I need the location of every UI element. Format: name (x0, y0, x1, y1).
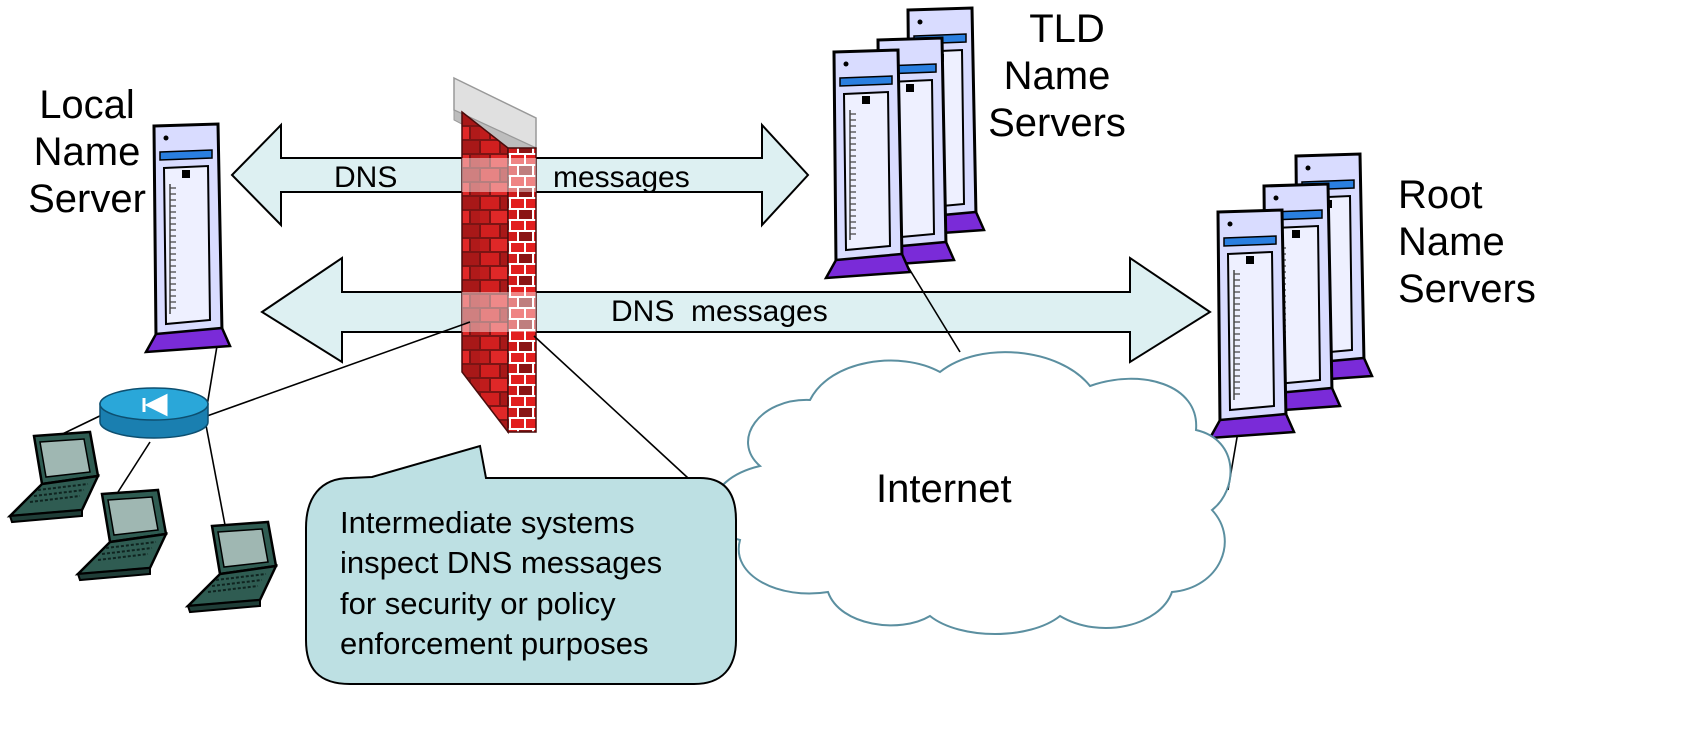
router-icon (99, 387, 209, 439)
root-server-label-line: Name (1398, 220, 1505, 265)
cloud-icon (711, 351, 1232, 635)
upper-arrow-dns-label: DNS (334, 161, 398, 194)
laptop-icon (76, 488, 168, 582)
callout-line: inspect DNS messages (340, 545, 663, 581)
lower-arrow-label: DNS messages (611, 295, 828, 328)
tld-server-label: TLD Name Servers (972, 6, 1142, 148)
root-server-label-line: Root (1398, 173, 1483, 217)
internet-label: Internet (876, 467, 1012, 511)
local-server-label-line: Local (39, 83, 135, 127)
root-server-label: Root Name Servers (1398, 172, 1558, 314)
dns-arrow-lower (260, 256, 1212, 364)
root-server-stack (1208, 152, 1374, 440)
tld-server-label-line: Servers (988, 101, 1126, 146)
server-icon (1208, 208, 1296, 440)
local-server-label-line: Name (33, 130, 141, 175)
tld-server-label-line: TLD (1029, 7, 1105, 51)
root-server-label-line: Servers (1398, 267, 1536, 312)
callout-bubble (305, 444, 737, 685)
firewall-icon (453, 76, 537, 435)
laptop-icon (186, 520, 278, 614)
laptop-icon (8, 430, 100, 524)
callout-text: Intermediate systems inspect DNS message… (340, 503, 662, 664)
tld-server-label-line: Name (1003, 54, 1111, 99)
callout-line: Intermediate systems (340, 505, 635, 540)
server-icon (824, 48, 912, 280)
local-server-label-line: Server (28, 177, 146, 222)
callout-line: enforcement purposes (340, 625, 649, 661)
upper-arrow-messages-label: messages (553, 161, 690, 194)
tld-server-stack (824, 6, 986, 280)
callout-line: for security or policy (340, 585, 616, 621)
local-server-label: Local Name Server (2, 82, 172, 224)
